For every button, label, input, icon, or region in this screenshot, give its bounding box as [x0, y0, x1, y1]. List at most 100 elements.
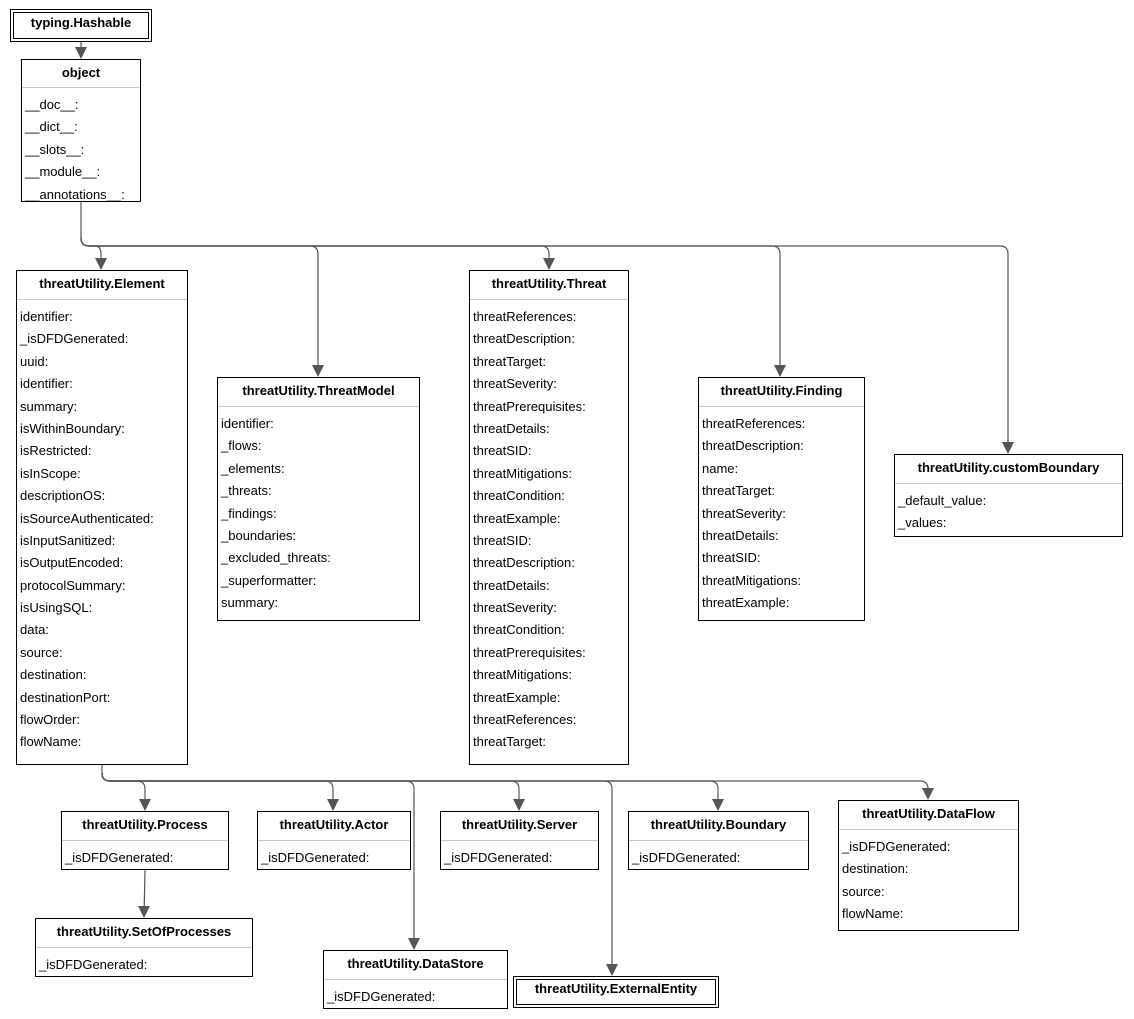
attribute-row: threatPrerequisites: [473, 644, 586, 660]
attribute-list: threatReferences:threatDescription:name:… [699, 407, 864, 615]
attribute-row: threatReferences: [473, 309, 577, 324]
attribute-list: _default_value: _values: [895, 484, 1122, 535]
attribute-row: data: [20, 622, 49, 638]
attribute-row: isWithinBoundary: [20, 420, 125, 436]
attribute-row: identifier: [221, 416, 274, 431]
attribute-row: _elements: [221, 460, 285, 476]
attribute-row: isUsingSQL: [20, 600, 93, 616]
attribute-row: _default_value: [898, 493, 987, 508]
attribute-row: _findings: [221, 505, 277, 521]
class-box-threat: threatUtility.Threat threatReferences:th… [469, 270, 629, 765]
attribute-row: threatTarget: [473, 353, 546, 369]
edge-element-externalentity [101, 772, 618, 976]
class-name: threatUtility.SetOfProcesses [36, 919, 252, 948]
attribute-list: _isDFDGenerated: [324, 980, 507, 1008]
attribute-row: destination: [20, 667, 87, 683]
attribute-row: threatExample: [473, 689, 561, 705]
edge-element-server [101, 772, 525, 811]
attribute-row: threatDetails: [702, 527, 779, 543]
attribute-row: threatDescription: [473, 331, 575, 347]
attribute-row: _isDFDGenerated: [842, 839, 951, 854]
edge-object-threat [80, 237, 555, 270]
attribute-list: _isDFDGenerated:destination:source:flowN… [839, 830, 1018, 926]
class-box-typing-hashable: typing.Hashable [10, 9, 152, 42]
attribute-list: identifier: _flows: _elements: _threats: _fi… [218, 407, 419, 615]
attribute-row: _isDFDGenerated: [20, 331, 129, 347]
class-box-customboundary: threatUtility.customBoundary _default_va… [894, 454, 1123, 537]
attribute-list: __doc__:__dict__:__slots__:__module__:__… [22, 88, 140, 206]
attribute-row: threatDescription: [473, 555, 575, 571]
edge-element-process [101, 765, 151, 811]
attribute-list: _isDFDGenerated: [36, 948, 252, 976]
attribute-row: threatSID: [473, 443, 532, 459]
attribute-row: _isDFDGenerated: [261, 850, 370, 865]
class-box-element: threatUtility.Element identifier: _isDFDG… [16, 270, 188, 765]
class-name: threatUtility.ExternalEntity [534, 981, 698, 996]
attribute-row: _threats: [221, 483, 272, 499]
attribute-row: flowOrder: [20, 712, 80, 728]
attribute-row: _flows: [221, 438, 262, 454]
class-box-dataflow: threatUtility.DataFlow _isDFDGenerated:d… [838, 800, 1019, 931]
attribute-row: isInScope: [20, 465, 81, 481]
class-name: threatUtility.Element [17, 271, 187, 300]
attribute-row: threatDetails: [473, 577, 550, 593]
attribute-row: uuid: [20, 353, 49, 369]
attribute-row: protocolSummary: [20, 577, 126, 593]
attribute-row: threatSeverity: [702, 505, 786, 521]
attribute-row: descriptionOS: [20, 488, 106, 504]
class-box-boundary: threatUtility.Boundary _isDFDGenerated: [628, 811, 809, 870]
attribute-row: threatMitigations: [702, 572, 801, 588]
attribute-list: _isDFDGenerated: [258, 841, 410, 869]
edge-element-boundary [101, 772, 724, 811]
class-box-actor: threatUtility.Actor _isDFDGenerated: [257, 811, 411, 870]
class-box-finding: threatUtility.Finding threatReferences:t… [698, 377, 865, 621]
attribute-row: threatTarget: [702, 483, 775, 499]
attribute-row: threatTarget: [473, 734, 546, 750]
attribute-row: isSourceAuthenticated: [20, 510, 154, 526]
attribute-row: threatReferences: [702, 416, 806, 431]
attribute-row: name: [702, 460, 739, 476]
class-name: threatUtility.customBoundary [895, 455, 1122, 484]
class-name: object [22, 60, 140, 88]
attribute-row: threatSeverity: [473, 600, 557, 616]
class-box-setofprocesses: threatUtility.SetOfProcesses _isDFDGener… [35, 918, 253, 977]
attribute-row: __slots__: [25, 141, 85, 157]
attribute-row: _isDFDGenerated: [39, 957, 148, 972]
attribute-list: _isDFDGenerated: [62, 841, 228, 869]
class-name: threatUtility.Threat [470, 271, 628, 300]
attribute-row: threatExample: [473, 510, 561, 526]
attribute-row: _isDFDGenerated: [65, 850, 174, 865]
attribute-row: __annotations__: [25, 186, 125, 202]
attribute-list: threatReferences: threatDescription: threa… [470, 300, 628, 754]
attribute-row: _isDFDGenerated: [444, 850, 553, 865]
class-box-process: threatUtility.Process _isDFDGenerated: [61, 811, 229, 870]
attribute-list: _isDFDGenerated: [629, 841, 808, 869]
class-name: threatUtility.Finding [699, 378, 864, 407]
attribute-row: threatMitigations: [473, 667, 572, 683]
attribute-row: source: [842, 883, 885, 899]
class-box-datastore: threatUtility.DataStore _isDFDGenerated: [323, 950, 508, 1009]
class-name: threatUtility.Boundary [629, 812, 808, 841]
class-name: threatUtility.ThreatModel [218, 378, 419, 407]
attribute-row: flowName: [842, 906, 904, 922]
class-name: threatUtility.DataFlow [839, 801, 1018, 830]
attribute-row: threatDetails: [473, 420, 550, 436]
attribute-list: identifier: _isDFDGenerated: uuid: identifi… [17, 300, 187, 754]
class-name: threatUtility.DataStore [324, 951, 507, 980]
attribute-row: threatExample: [702, 595, 790, 611]
attribute-row: isRestricted: [20, 443, 92, 459]
class-box-object: object __doc__:__dict__:__slots__:__modu… [21, 59, 141, 202]
attribute-row: threatPrerequisites: [473, 398, 586, 414]
attribute-row: destinationPort: [20, 689, 111, 705]
attribute-row: identifier: [20, 376, 73, 392]
attribute-row: threatCondition: [473, 488, 565, 504]
attribute-row: threatReferences: [473, 712, 577, 728]
attribute-list: _isDFDGenerated: [441, 841, 598, 869]
attribute-row: summary: [20, 398, 78, 414]
attribute-row: _values: [898, 515, 947, 531]
attribute-row: flowName: [20, 734, 82, 750]
attribute-row: identifier: [20, 309, 73, 324]
class-name: threatUtility.Actor [258, 812, 410, 841]
